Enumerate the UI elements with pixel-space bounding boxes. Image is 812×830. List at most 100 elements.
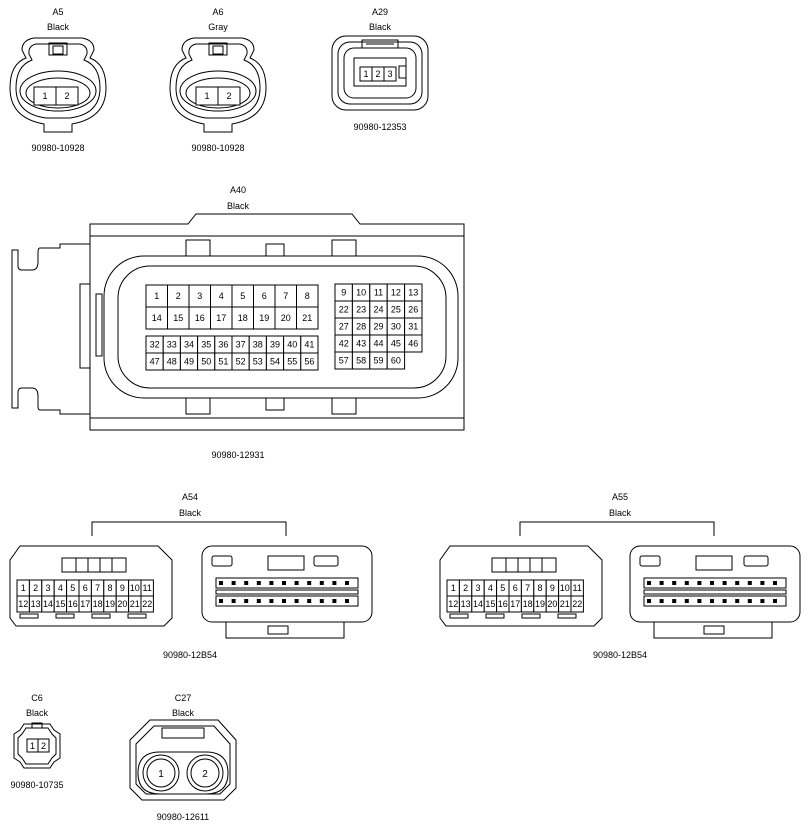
connector-a29-rim — [337, 41, 423, 105]
connector-a55-female-cavities — [643, 577, 787, 607]
connector-a54-pin: 1 — [21, 583, 26, 593]
connector-a40-pin: 14 — [152, 313, 162, 323]
connector-c6-color: Black — [26, 708, 49, 718]
connector-a54-female-lock — [267, 555, 305, 571]
connector-a6-part: 90980-10928 — [191, 143, 244, 153]
connector-a55-foot — [485, 613, 505, 619]
connector-a29-id: A29 — [372, 7, 388, 17]
connector-a55-cavity — [773, 599, 777, 603]
connector-a40-tab — [265, 243, 285, 257]
connector-a54-foot — [55, 613, 75, 619]
connector-a40-body-inner — [89, 235, 465, 419]
connector-a40-pin: 15 — [173, 313, 183, 323]
connector-a29-lock — [361, 39, 399, 49]
connector-a55-pin: 3 — [475, 583, 480, 593]
connector-c27: C27 Black 1 2 90980-12611 — [129, 693, 237, 822]
connector-a6: A6 Gray 1 2 90980-10928 — [169, 7, 267, 153]
connector-a55-pin: 4 — [488, 583, 493, 593]
connector-a40-pin: 1 — [154, 291, 159, 301]
connector-a55-foot — [449, 613, 469, 619]
connector-a40-pin: 54 — [270, 357, 280, 367]
connector-a55-cavity-row — [643, 595, 787, 607]
connector-a40-pin: 2 — [176, 291, 181, 301]
connector-a40-pin: 31 — [408, 322, 418, 332]
connector-a40-tab — [331, 239, 357, 257]
connector-c27-rim — [135, 725, 231, 795]
connector-a55-cavity — [647, 599, 651, 603]
connector-a54-cavity — [332, 599, 337, 603]
connector-a55-female-key — [703, 625, 725, 635]
connector-a54-pin: 10 — [130, 583, 140, 593]
connector-c6-housing — [13, 723, 61, 769]
connector-a55-pin: 1 — [451, 583, 456, 593]
connector-a55-cavity — [659, 599, 664, 603]
connector-a5-part: 90980-10928 — [31, 143, 84, 153]
connector-a29-pin-block — [359, 66, 397, 82]
connector-a55-divider — [643, 589, 787, 595]
connector-c27-cavity-inner — [146, 758, 176, 788]
connector-a54-cavity — [256, 581, 261, 585]
connector-a40-pin: 11 — [374, 288, 383, 298]
connector-a55-pin: 8 — [537, 583, 542, 593]
connector-c27-face — [137, 751, 229, 795]
connector-a55-cavity — [735, 581, 740, 585]
connector-a54-foot — [19, 613, 39, 619]
connector-a5-rim — [15, 43, 101, 119]
connector-a54-pin: 7 — [95, 583, 100, 593]
connector-a55-pin: 5 — [500, 583, 505, 593]
connector-a54-pin: 22 — [142, 599, 152, 609]
connector-a55-cavity — [672, 581, 677, 585]
connector-a40-pin: 7 — [283, 291, 288, 301]
connector-a40-latch-slot — [79, 283, 91, 369]
connector-a40-pin: 49 — [184, 357, 194, 367]
connector-c27-pin: 1 — [158, 769, 164, 780]
connector-a55-pin: 12 — [448, 599, 458, 609]
connector-a40-pin: 4 — [219, 291, 224, 301]
connector-a54-female-cavities — [215, 577, 359, 607]
connector-a55-cavity — [735, 599, 740, 603]
connector-a54-cavity — [319, 581, 324, 585]
connector-a40-rim-inner — [117, 265, 447, 389]
connector-a55-color: Black — [609, 508, 632, 518]
connector-a5-pin: 2 — [64, 91, 69, 101]
connector-a55-cavity — [722, 581, 727, 585]
connector-c6-pin: 1 — [30, 741, 35, 751]
connector-a54-pin: 11 — [143, 583, 152, 593]
connector-a54-cavity — [332, 581, 337, 585]
connector-a55-pin: 16 — [498, 599, 508, 609]
connector-a5-housing — [9, 37, 107, 133]
connector-a54-male-housing — [9, 545, 173, 627]
connector-a54-id: A54 — [182, 492, 198, 502]
connector-a29-part: 90980-12353 — [353, 122, 406, 132]
connector-a55-cavity — [710, 581, 714, 585]
connector-a40-pin: 18 — [238, 313, 248, 323]
connector-a54-cavity — [307, 581, 312, 585]
connector-a40-pin: 21 — [302, 313, 312, 323]
connector-a55-cavity — [773, 581, 777, 585]
connector-c27-part: 90980-12611 — [157, 812, 209, 822]
connector-a40-pin: 47 — [150, 357, 160, 367]
connector-a55-cavity-row — [643, 577, 787, 589]
connector-a6-pin: 1 — [204, 91, 209, 101]
connector-a40-pin: 58 — [356, 356, 366, 366]
connector-a6-lock-tab — [212, 45, 224, 55]
connector-a40-pin: 9 — [341, 288, 346, 298]
connector-a55-female-lock — [695, 555, 733, 571]
connector-a54-pin: 12 — [18, 599, 28, 609]
connector-c27-cavity-inner — [190, 758, 220, 788]
connector-a40-tab — [265, 397, 285, 411]
connector-a40-pin: 3 — [197, 291, 202, 301]
connector-a54-female-key — [267, 625, 289, 635]
connector-a29: A29 Black 1 2 3 90980-12353 — [331, 7, 429, 132]
connector-a54-divider — [215, 589, 359, 595]
connector-c27-lock — [161, 727, 205, 739]
connector-a40-pin: 19 — [259, 313, 269, 323]
connector-a40-pin: 5 — [240, 291, 245, 301]
connector-a29-key — [398, 65, 407, 79]
connector-a54-pin-cell — [140, 595, 154, 613]
connector-a55-cavity — [747, 581, 752, 585]
connector-a54-cavity — [269, 599, 274, 603]
connector-a54-cavity — [219, 581, 223, 585]
